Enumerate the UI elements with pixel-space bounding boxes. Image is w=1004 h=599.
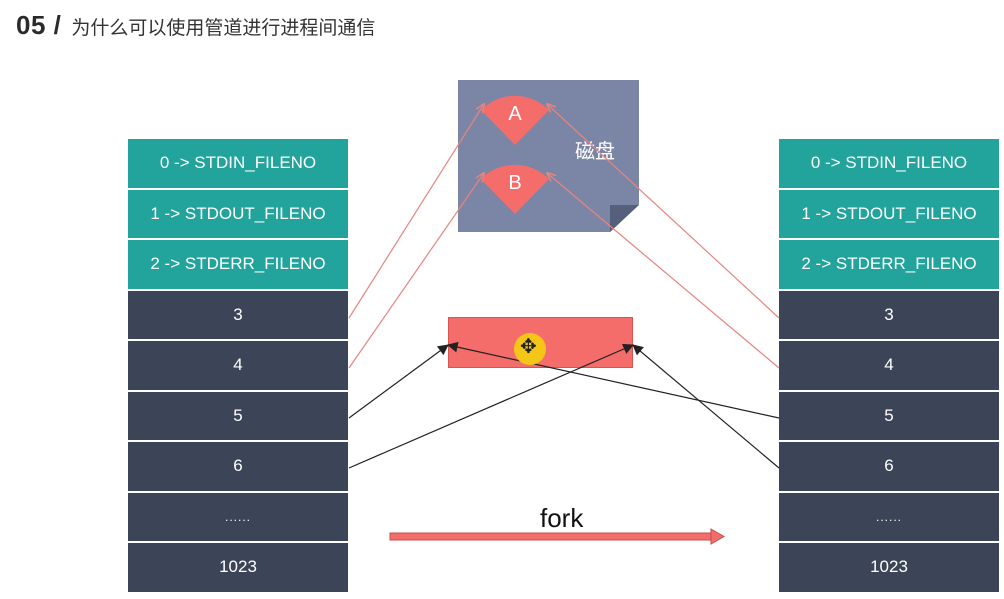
- link-right4-to-b: [547, 173, 780, 369]
- fd-row-0: 0 -> STDIN_FILENO: [779, 139, 999, 188]
- fork-arrow-shaft: [389, 532, 713, 541]
- link-right6-to-pipe: [632, 344, 780, 469]
- fd-row-4: 4: [128, 341, 348, 390]
- fd-row-6: 6: [128, 442, 348, 491]
- fork-arrow-head: [710, 528, 726, 545]
- fd-row-6: 6: [779, 442, 999, 491]
- fd-row-1: 1 -> STDOUT_FILENO: [779, 189, 999, 238]
- fd-row-1023: 1023: [128, 543, 348, 592]
- fd-row-3: 3: [779, 290, 999, 339]
- section-number: 05 /: [16, 10, 62, 40]
- disk-label: 磁盘: [575, 139, 615, 163]
- child-fd-table: 0 -> STDIN_FILENO 1 -> STDOUT_FILENO 2 -…: [779, 139, 999, 594]
- fd-row-4: 4: [779, 341, 999, 390]
- link-left4-to-b: [348, 173, 484, 369]
- fd-row-3: 3: [128, 290, 348, 339]
- link-right3-to-a: [547, 104, 780, 319]
- slide-header: 05 / 为什么可以使用管道进行进程间通信: [16, 10, 375, 46]
- link-left3-to-a: [348, 104, 484, 319]
- link-right5-to-pipe: [446, 341, 780, 419]
- fd-row-0: 0 -> STDIN_FILENO: [128, 139, 348, 188]
- move-cursor-icon: ✥: [520, 334, 537, 358]
- sector-a-shape: [481, 95, 549, 145]
- fd-row-1023: 1023: [779, 543, 999, 592]
- fd-row-5: 5: [779, 391, 999, 440]
- sector-b-shape: [481, 164, 549, 214]
- sector-a-label: A: [508, 103, 522, 125]
- fd-row-5: 5: [128, 391, 348, 440]
- link-left6-to-pipe: [348, 343, 634, 469]
- fd-row-2: 2 -> STDERR_FILENO: [128, 240, 348, 289]
- fd-row-ellipsis: ......: [128, 492, 348, 541]
- cursor-highlight: [514, 333, 546, 365]
- parent-fd-table: 0 -> STDIN_FILENO 1 -> STDOUT_FILENO 2 -…: [128, 139, 348, 594]
- fd-row-ellipsis: ......: [779, 492, 999, 541]
- link-left5-to-pipe: [348, 344, 449, 419]
- sector-b-label: B: [508, 172, 522, 194]
- fd-row-1: 1 -> STDOUT_FILENO: [128, 189, 348, 238]
- fork-label: fork: [540, 503, 584, 533]
- fd-row-2: 2 -> STDERR_FILENO: [779, 240, 999, 289]
- slide-title: 为什么可以使用管道进行进程间通信: [71, 17, 376, 39]
